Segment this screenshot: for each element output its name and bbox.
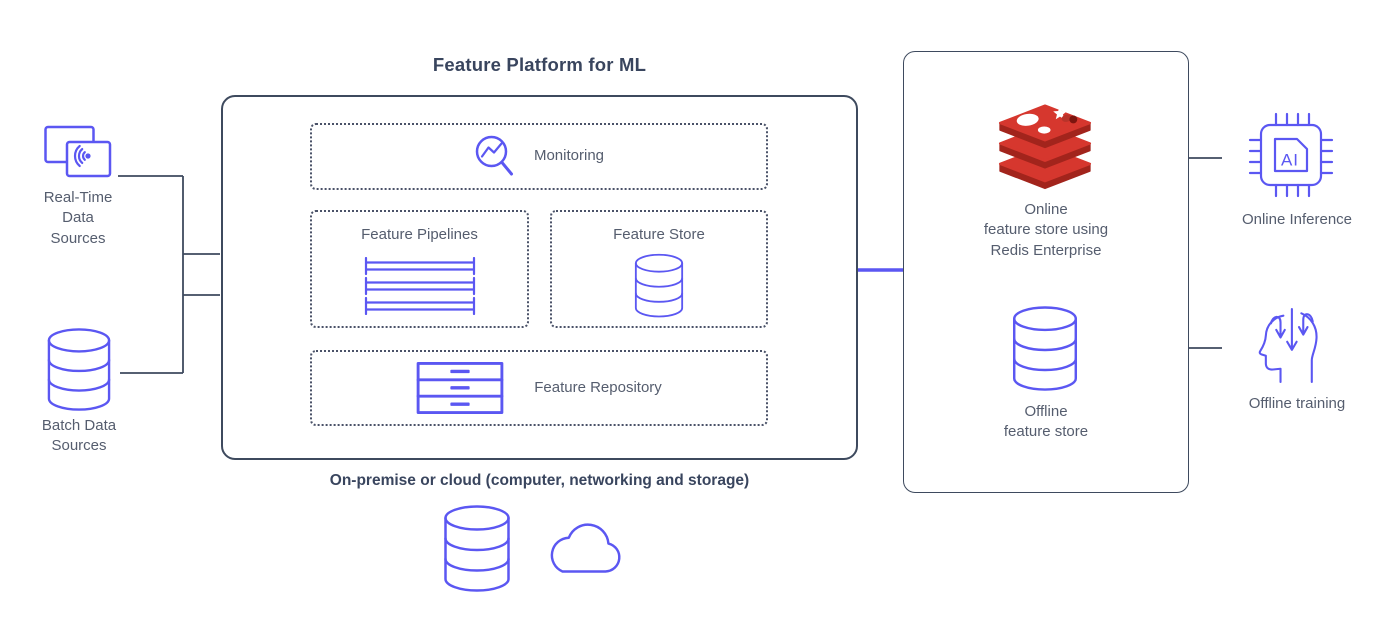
- online-inference-label: Online Inference: [1241, 211, 1353, 228]
- cloud-icon: [550, 523, 621, 573]
- diagram-title: Feature Platform for ML: [432, 54, 647, 75]
- repository-drawers-icon: [416, 362, 504, 414]
- feature-store-database-icon: [634, 254, 684, 318]
- feature-repository-box: Feature Repository: [310, 350, 768, 426]
- redis-logo-icon: [998, 104, 1092, 190]
- feature-platform-box: [221, 95, 858, 460]
- offline-feature-store-label: Offline feature store: [1003, 403, 1089, 441]
- online-feature-store-label: Online feature store using Redis Enterpr…: [983, 201, 1109, 259]
- ai-chip-text: AI: [1281, 150, 1299, 169]
- offline-database-icon: [1012, 306, 1078, 391]
- feature-store-box: Feature Store: [550, 210, 768, 328]
- infrastructure-database-icon: [444, 505, 510, 592]
- training-head-icon: [1258, 308, 1318, 384]
- feature-pipelines-label: Feature Pipelines: [361, 226, 478, 243]
- infrastructure-caption: On-premise or cloud (computer, networkin…: [329, 472, 750, 489]
- batch-sources-label: Batch Data Sources: [41, 417, 117, 455]
- offline-training-label: Offline training: [1248, 395, 1346, 412]
- feature-pipelines-box: Feature Pipelines: [310, 210, 529, 328]
- feature-store-label: Feature Store: [613, 226, 705, 243]
- pipelines-icon: [364, 257, 475, 316]
- feature-repository-label: Feature Repository: [534, 378, 662, 396]
- monitoring-label: Monitoring: [533, 147, 605, 165]
- monitoring-magnifier-icon: [475, 135, 513, 175]
- realtime-stream-icon: [44, 125, 112, 178]
- ai-chip-icon: AI: [1248, 112, 1334, 198]
- realtime-sources-label: Real-Time Data Sources: [43, 189, 113, 247]
- batch-database-icon: [47, 328, 111, 411]
- monitoring-box: Monitoring: [310, 123, 768, 190]
